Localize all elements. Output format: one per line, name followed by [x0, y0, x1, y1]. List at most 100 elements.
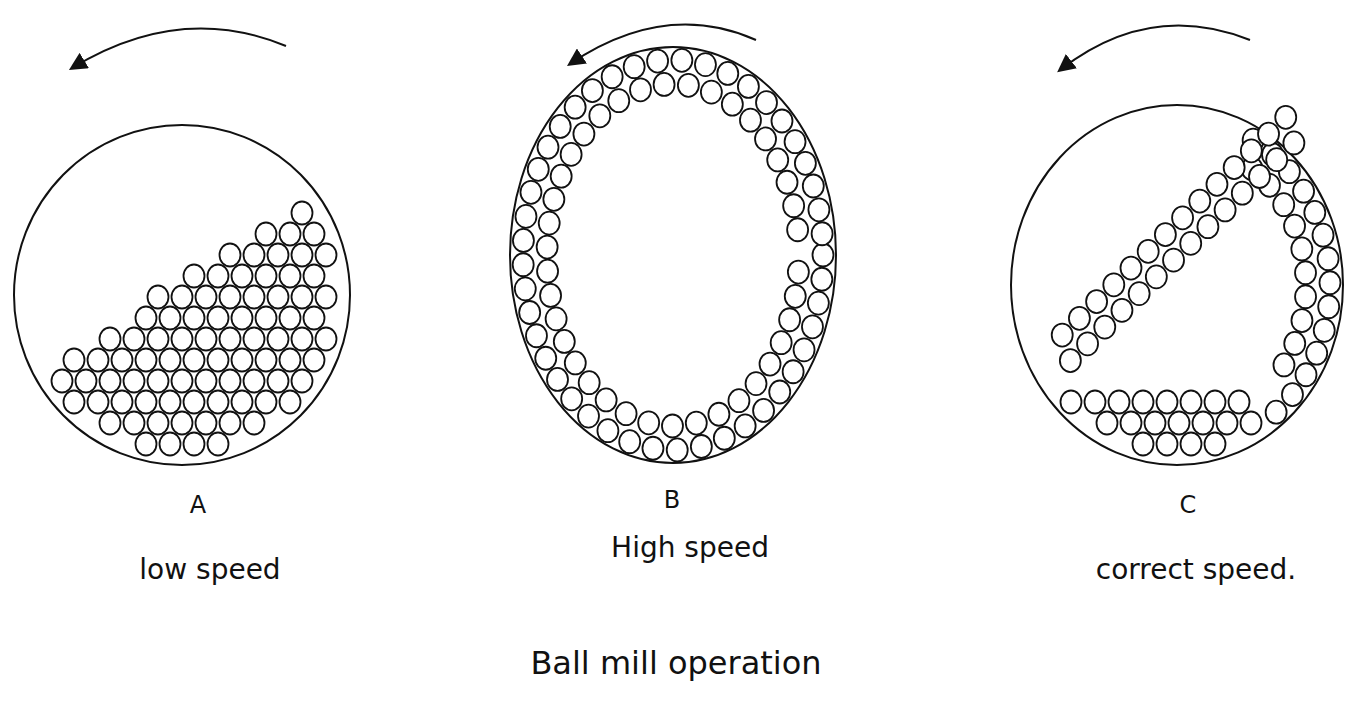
grinding-ball [561, 143, 582, 166]
grinding-ball [304, 265, 325, 288]
grinding-ball [172, 370, 193, 393]
grinding-ball [1241, 139, 1262, 162]
grinding-ball [708, 403, 729, 426]
grinding-ball [803, 175, 824, 198]
grinding-ball [755, 127, 776, 150]
grinding-ball [630, 78, 651, 101]
grinding-ball [1284, 332, 1305, 355]
grinding-ball [1157, 391, 1178, 414]
grinding-ball [695, 53, 716, 76]
grinding-ball [795, 152, 816, 175]
grinding-ball [316, 244, 337, 267]
grinding-ball [1193, 412, 1214, 435]
grinding-ball [1172, 206, 1193, 229]
grinding-ball [184, 433, 205, 456]
grinding-ball [1205, 391, 1226, 414]
grinding-ball [554, 330, 575, 353]
grinding-ball [788, 261, 809, 284]
grinding-ball [589, 104, 610, 127]
grinding-ball [1295, 261, 1316, 284]
grinding-ball [208, 307, 229, 330]
grinding-ball [232, 391, 253, 414]
grinding-ball [1052, 324, 1073, 347]
grinding-ball [316, 328, 337, 351]
grinding-ball [1069, 307, 1090, 330]
grinding-ball [1129, 282, 1150, 305]
grinding-ball [100, 328, 121, 351]
grinding-ball [642, 437, 663, 460]
grinding-ball [256, 307, 277, 330]
grinding-ball [136, 433, 157, 456]
grinding-ball [565, 351, 586, 374]
grinding-ball [1318, 247, 1339, 270]
grinding-ball [1138, 240, 1159, 263]
grinding-ball [722, 93, 743, 116]
grinding-ball [738, 75, 759, 98]
grinding-ball [728, 389, 749, 412]
grinding-ball [783, 360, 804, 383]
grinding-ball [551, 165, 572, 188]
grinding-ball [244, 412, 265, 435]
rotation-arrow [1060, 25, 1250, 70]
grinding-ball [292, 328, 313, 351]
grinding-ball [678, 74, 699, 97]
grinding-ball [535, 347, 556, 370]
grinding-ball [802, 315, 823, 338]
grinding-ball [779, 308, 800, 331]
grinding-ball [172, 412, 193, 435]
grinding-ball [292, 370, 313, 393]
grinding-ball [513, 253, 534, 276]
grinding-ball [280, 391, 301, 414]
grinding-ball [232, 265, 253, 288]
grinding-ball [196, 412, 217, 435]
grinding-ball [256, 391, 277, 414]
grinding-ball [1085, 391, 1106, 414]
grinding-ball [1266, 401, 1287, 424]
grinding-ball [608, 89, 629, 112]
grinding-ball [561, 387, 582, 410]
grinding-ball [88, 391, 109, 414]
grinding-ball [184, 349, 205, 372]
grinding-ball [316, 286, 337, 309]
grinding-ball [1145, 412, 1166, 435]
grinding-ball [268, 370, 289, 393]
grinding-ball [208, 349, 229, 372]
grinding-ball [280, 223, 301, 246]
grinding-ball [244, 286, 265, 309]
grinding-ball [148, 328, 169, 351]
grinding-ball [771, 331, 792, 354]
grinding-ball [1266, 148, 1287, 171]
grinding-ball [1206, 173, 1227, 196]
grinding-balls [52, 49, 1341, 462]
grinding-ball [573, 123, 594, 146]
grinding-ball [777, 171, 798, 194]
grinding-ball [280, 307, 301, 330]
grinding-ball [124, 412, 145, 435]
grinding-ball [160, 349, 181, 372]
grinding-ball [526, 324, 547, 347]
grinding-ball [717, 62, 738, 85]
grinding-ball [671, 49, 692, 72]
grinding-ball [1296, 363, 1317, 386]
drum-letter: C [1180, 492, 1197, 518]
grinding-ball [112, 391, 133, 414]
grinding-ball [691, 435, 712, 458]
grinding-ball [808, 198, 829, 221]
mill-drums [14, 47, 1343, 465]
grinding-ball [619, 430, 640, 453]
grinding-ball [1319, 271, 1340, 294]
grinding-ball [172, 286, 193, 309]
grinding-ball [550, 115, 571, 138]
grinding-ball [756, 91, 777, 114]
grinding-ball [662, 414, 683, 437]
grinding-ball [769, 381, 790, 404]
grinding-ball [220, 286, 241, 309]
grinding-ball [1313, 224, 1334, 247]
grinding-ball [1163, 249, 1184, 272]
figure-caption: Ball mill operation [530, 646, 821, 681]
grinding-ball [1181, 391, 1202, 414]
grinding-ball [160, 307, 181, 330]
grinding-ball [1318, 295, 1339, 318]
grinding-ball [540, 284, 561, 307]
